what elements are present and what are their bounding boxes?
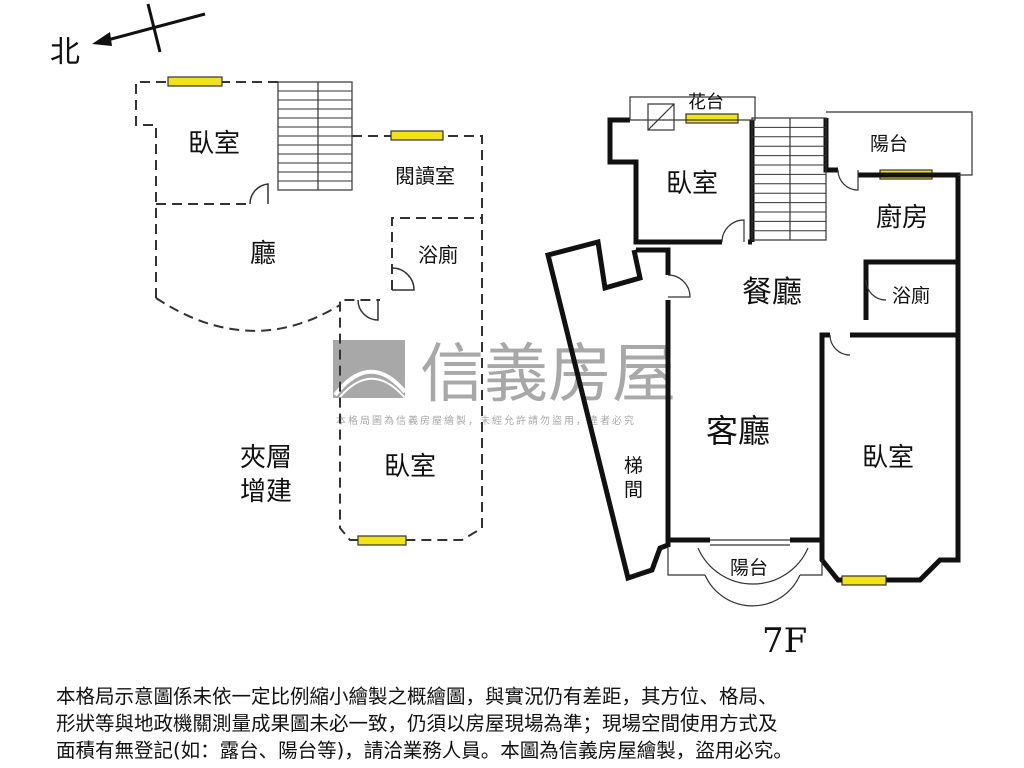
watermark-notice: 本格局圖為信義房屋繪製，未經允許請勿盜用，違者必究 (336, 414, 636, 427)
floor-label: 7F (762, 621, 807, 661)
room-bedroom-bottom: 臥室 (384, 452, 436, 482)
disclaimer-line: 本格局示意圖係未依一定比例縮小繪製之概繪圖，與實況仍有差距，其方位、格局、 (56, 685, 778, 708)
floor-plan: 信義房屋 本格局圖為信義房屋繪製，未經允許請勿盜用，違者必究 北 (50, 3, 973, 661)
room-reading: 閱讀室 (395, 164, 455, 188)
windows (167, 76, 933, 586)
disclaimer-line: 形狀等與地政機關測量成果圖未必一致，仍須以房屋現場為準；現場空間使用方式及 (56, 712, 778, 735)
room-stairwell-2: 間 (624, 479, 643, 501)
watermark-brand: 信義房屋 (420, 338, 676, 412)
room-kitchen: 廚房 (876, 203, 928, 233)
north-arrow-icon: 北 (50, 3, 206, 70)
room-living: 客廳 (706, 412, 770, 450)
disclaimer: 本格局示意圖係未依一定比例縮小繪製之概繪圖，與實況仍有差距，其方位、格局、 形狀… (56, 683, 976, 764)
watermark-logo: 信義房屋 本格局圖為信義房屋繪製，未經允許請勿盜用，違者必究 (333, 338, 676, 427)
room-balcony-bottom: 陽台 (730, 557, 768, 579)
room-stairwell-1: 梯 (624, 455, 643, 477)
room-bathroom: 浴廁 (418, 243, 458, 267)
room-7f-bedroom-top: 臥室 (666, 169, 718, 199)
doors (249, 183, 415, 321)
7f-thin-lines (629, 96, 973, 607)
disclaimer-line: 面積有無登記(如：露台、陽台等)，請洽業務人員。本圖為信義房屋繪製，盜用必究。 (56, 739, 793, 762)
room-dining: 餐廳 (742, 275, 802, 310)
room-balcony-top: 陽台 (870, 133, 908, 155)
mezzanine-label-line2: 增建 (240, 477, 292, 507)
room-7f-bathroom: 浴廁 (892, 284, 930, 307)
mezzanine-label-line1: 夾層 (240, 443, 292, 473)
mezzanine-stair-treads (278, 90, 352, 182)
room-hall: 廳 (250, 239, 276, 269)
room-planter: 花台 (688, 92, 724, 113)
7f-stair-treads (752, 126, 826, 232)
room-bedroom-right: 臥室 (862, 443, 914, 473)
room-bedroom-top: 臥室 (188, 129, 240, 159)
north-label: 北 (50, 35, 80, 70)
